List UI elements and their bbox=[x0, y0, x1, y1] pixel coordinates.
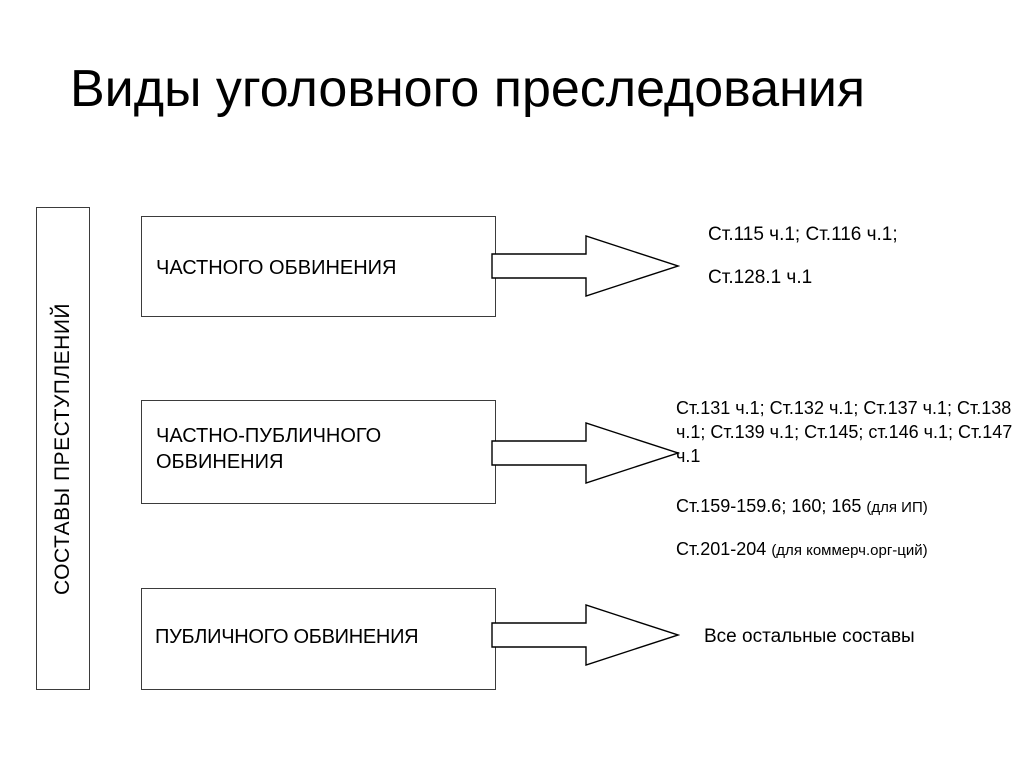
category-box-public-prosecution[interactable]: ПУБЛИЧНОГО ОБВИНЕНИЯ bbox=[141, 588, 496, 690]
articles-text-row-2-extra-1: Ст.159-159.6; 160; 165 (для ИП) bbox=[676, 494, 1021, 520]
category-box-label: ЧАСТНО-ПУБЛИЧНОГО ОБВИНЕНИЯ bbox=[156, 423, 491, 475]
articles-note: (для коммерч.орг-ций) bbox=[771, 542, 928, 559]
articles-line: Все остальные составы bbox=[704, 626, 915, 647]
articles-text-row-3: Все остальные составы bbox=[704, 624, 1024, 650]
articles-text-row-2: Ст.131 ч.1; Ст.132 ч.1; Ст.137 ч.1; Ст.1… bbox=[676, 398, 1013, 466]
articles-main: Ст.201-204 bbox=[676, 539, 772, 559]
articles-line: Ст.115 ч.1; Ст.116 ч.1; bbox=[708, 224, 898, 245]
category-box-label-line2: ОБВИНЕНИЯ bbox=[156, 451, 284, 473]
side-label-text: СОСТАВЫ ПРЕСТУПЛЕНИЙ bbox=[51, 302, 74, 595]
block-arrow-right-icon bbox=[490, 602, 680, 668]
side-label-bar: СОСТАВЫ ПРЕСТУПЛЕНИЙ bbox=[36, 207, 90, 690]
articles-text-row-1: Ст.115 ч.1; Ст.116 ч.1; Ст.128.1 ч.1 bbox=[708, 213, 1018, 299]
block-arrow-right-icon bbox=[490, 420, 680, 486]
page-title: Виды уголовного преследования bbox=[70, 60, 866, 118]
category-box-label: ПУБЛИЧНОГО ОБВИНЕНИЯ bbox=[155, 626, 419, 648]
block-arrow-right-icon bbox=[490, 233, 680, 299]
category-box-label: ЧАСТНОГО ОБВИНЕНИЯ bbox=[156, 257, 397, 279]
articles-note: (для ИП) bbox=[866, 499, 928, 516]
category-box-private-public-prosecution[interactable]: ЧАСТНО-ПУБЛИЧНОГО ОБВИНЕНИЯ bbox=[141, 400, 496, 504]
category-box-label-line1: ЧАСТНО-ПУБЛИЧНОГО bbox=[156, 425, 382, 447]
category-box-private-prosecution[interactable]: ЧАСТНОГО ОБВИНЕНИЯ bbox=[141, 216, 496, 317]
articles-main: Ст.159-159.6; 160; 165 bbox=[676, 496, 867, 516]
articles-text-row-2-extra-2: Ст.201-204 (для коммерч.орг-ций) bbox=[676, 537, 1024, 563]
articles-line: Ст.128.1 ч.1 bbox=[708, 267, 813, 288]
